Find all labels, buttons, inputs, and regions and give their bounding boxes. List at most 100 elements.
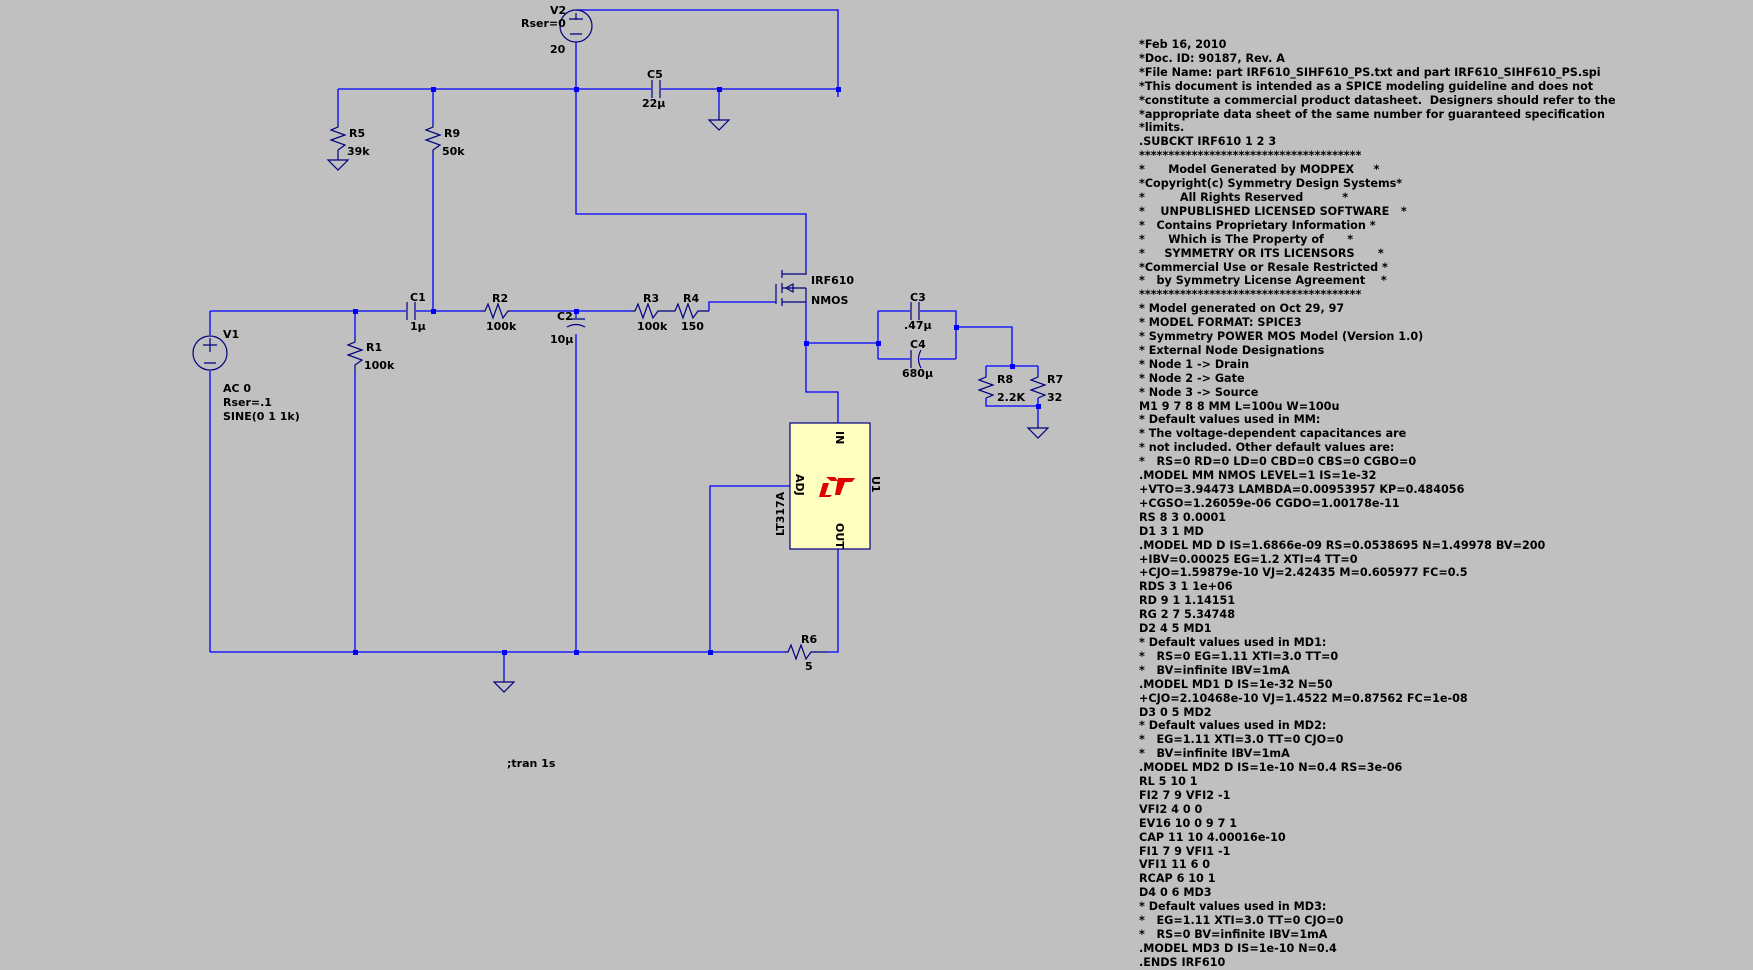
v1-line3: SINE(0 1 1k) <box>223 410 300 423</box>
spice-line: *appropriate data sheet of the same numb… <box>1139 107 1605 121</box>
nmos-transistor-irf610[interactable]: IRF610 NMOS <box>775 270 854 307</box>
spice-line: * RS=0 RD=0 LD=0 CBD=0 CBS=0 CGBO=0 <box>1139 455 1417 469</box>
ground-symbol[interactable] <box>707 111 731 131</box>
spice-line: * All Rights Reserved * <box>1139 190 1349 204</box>
capacitor-c4[interactable]: C4 680µ <box>902 338 933 380</box>
voltage-source-v1[interactable]: V1 AC 0 Rser=.1 SINE(0 1 1k) <box>192 328 300 423</box>
u1-name: U1 <box>869 476 882 493</box>
spice-line: *Feb 16, 2010 <box>1139 38 1227 51</box>
spice-line: *This document is intended as a SPICE mo… <box>1139 79 1594 93</box>
spice-line: * Default values used in MM: <box>1139 413 1321 427</box>
spice-line: +CJO=2.10468e-10 VJ=1.4522 M=0.87562 FC=… <box>1139 691 1468 705</box>
resistor-r9[interactable]: R9 50k <box>424 123 465 158</box>
spice-line: RL 5 10 1 <box>1139 775 1198 789</box>
spice-line: * Node 3 -> Source <box>1139 385 1259 399</box>
v2-value: 20 <box>550 43 566 56</box>
spice-line: * BV=infinite IBV=1mA <box>1139 663 1290 677</box>
r2-value: 100k <box>486 320 517 333</box>
spice-line: RD 9 1 1.14151 <box>1139 594 1236 608</box>
u1-pin-out: OUT <box>833 523 846 549</box>
resistor-r8[interactable]: R8 2.2K <box>977 373 1025 404</box>
r6-value: 5 <box>805 660 813 673</box>
m1-name: IRF610 <box>811 274 854 287</box>
spice-line: * Model Generated by MODPEX * <box>1139 163 1380 177</box>
resistor-r5[interactable]: R5 39k <box>329 123 370 158</box>
c3-value: .47µ <box>904 319 932 332</box>
c5-name: C5 <box>647 68 663 81</box>
resistor-r2[interactable]: R2 100k <box>481 292 517 333</box>
spice-line: ************************************** <box>1139 288 1362 302</box>
resistor-r1[interactable]: R1 100k <box>346 338 395 372</box>
resistor-r4[interactable]: R4 150 <box>671 292 709 333</box>
r5-value: 39k <box>347 145 370 158</box>
r8-name: R8 <box>997 373 1013 386</box>
r1-value: 100k <box>364 359 395 372</box>
capacitor-c5[interactable]: C5 22µ <box>642 68 665 110</box>
spice-line: * EG=1.11 XTI=3.0 TT=0 CJO=0 <box>1139 733 1344 747</box>
spice-line: *limits. <box>1139 121 1185 135</box>
v1-line1: AC 0 <box>223 382 251 395</box>
spice-line: * Symmetry POWER MOS Model (Version 1.0) <box>1139 330 1424 344</box>
spice-line: RG 2 7 5.34748 <box>1139 608 1236 622</box>
spice-line: .MODEL MD1 D IS=1e-32 N=50 <box>1139 677 1333 691</box>
c4-value: 680µ <box>902 367 933 380</box>
spice-line: * not included. Other default values are… <box>1139 441 1395 455</box>
u1-pin-adj: ADJ <box>793 474 806 496</box>
r3-value: 100k <box>637 320 668 333</box>
spice-line: * UNPUBLISHED LICENSED SOFTWARE * <box>1139 204 1407 218</box>
spice-model-text[interactable]: *Feb 16, 2010*Doc. ID: 90187, Rev. A*Fil… <box>1139 38 1616 970</box>
regulator-u1[interactable]: IN ADJ OUT U1 LT317A <box>774 422 882 550</box>
r7-value: 32 <box>1047 391 1062 404</box>
voltage-source-v2[interactable]: V2 Rser=0 20 <box>521 4 593 56</box>
spice-line: ************************************** <box>1139 149 1362 163</box>
spice-line: * Node 1 -> Drain <box>1139 357 1250 371</box>
capacitor-c2[interactable]: C2 10µ <box>550 310 586 346</box>
r4-name: R4 <box>683 292 699 305</box>
spice-directive-tran[interactable]: ;tran 1s <box>507 757 556 770</box>
r8-value: 2.2K <box>997 391 1025 404</box>
spice-line: * SYMMETRY OR ITS LICENSORS * <box>1139 246 1384 260</box>
spice-line: .SUBCKT IRF610 1 2 3 <box>1139 135 1277 149</box>
r4-value: 150 <box>681 320 704 333</box>
r7-name: R7 <box>1047 373 1063 386</box>
spice-line: * RS=0 EG=1.11 XTI=3.0 TT=0 <box>1139 649 1339 663</box>
resistor-r3[interactable]: R3 100k <box>631 292 671 333</box>
spice-line: +CGSO=1.26059e-06 CGDO=1.00178e-11 <box>1139 496 1400 510</box>
spice-line: +CJO=1.59879e-10 VJ=2.42435 M=0.605977 F… <box>1139 566 1468 580</box>
v1-name: V1 <box>223 328 239 341</box>
lt-logo <box>819 477 855 497</box>
spice-line: M1 9 7 8 8 MM L=100u W=100u <box>1139 399 1340 413</box>
ground-symbol[interactable] <box>1026 424 1050 439</box>
capacitor-c3[interactable]: C3 .47µ <box>904 291 932 332</box>
ground-symbol[interactable] <box>326 155 350 171</box>
spice-line: * Contains Proprietary Information * <box>1139 218 1376 232</box>
capacitor-c1[interactable]: C1 1µ <box>406 291 426 333</box>
v2-name: V2 <box>550 4 566 17</box>
resistor-r7[interactable]: R7 32 <box>1029 373 1063 404</box>
m1-type: NMOS <box>811 294 849 307</box>
spice-line: * Model generated on Oct 29, 97 <box>1139 302 1345 316</box>
spice-line: * The voltage-dependent capacitances are <box>1139 427 1407 441</box>
spice-line: CAP 11 10 4.00016e-10 <box>1139 830 1286 844</box>
spice-line: * MODEL FORMAT: SPICE3 <box>1139 316 1302 330</box>
spice-line: * BV=infinite IBV=1mA <box>1139 747 1290 761</box>
resistor-r6[interactable]: R6 5 <box>784 633 828 673</box>
c5-value: 22µ <box>642 97 665 110</box>
junction-dots <box>353 87 1041 655</box>
spice-line: .MODEL MM NMOS LEVEL=1 IS=1e-32 <box>1139 469 1377 483</box>
spice-line: * by Symmetry License Agreement * <box>1139 274 1387 288</box>
spice-line: +IBV=0.00025 EG=1.2 XTI=4 TT=0 <box>1139 552 1358 566</box>
spice-line: *constitute a commercial product datashe… <box>1139 93 1616 107</box>
spice-line: .MODEL MD3 D IS=1e-10 N=0.4 <box>1139 941 1337 955</box>
spice-line: EV16 10 0 9 7 1 <box>1139 816 1238 830</box>
spice-line: *Commercial Use or Resale Restricted * <box>1139 260 1388 274</box>
spice-line: .MODEL MD D IS=1.6866e-09 RS=0.0538695 N… <box>1139 538 1546 552</box>
u1-part: LT317A <box>774 491 787 536</box>
spice-line: VFI2 4 0 0 <box>1139 802 1203 816</box>
spice-line: .ENDS IRF610 <box>1139 955 1226 969</box>
ground-symbol[interactable] <box>492 678 516 693</box>
spice-line: *Doc. ID: 90187, Rev. A <box>1139 51 1285 65</box>
wires[interactable] <box>209 9 1039 678</box>
spice-line: D1 3 1 MD <box>1139 524 1204 538</box>
